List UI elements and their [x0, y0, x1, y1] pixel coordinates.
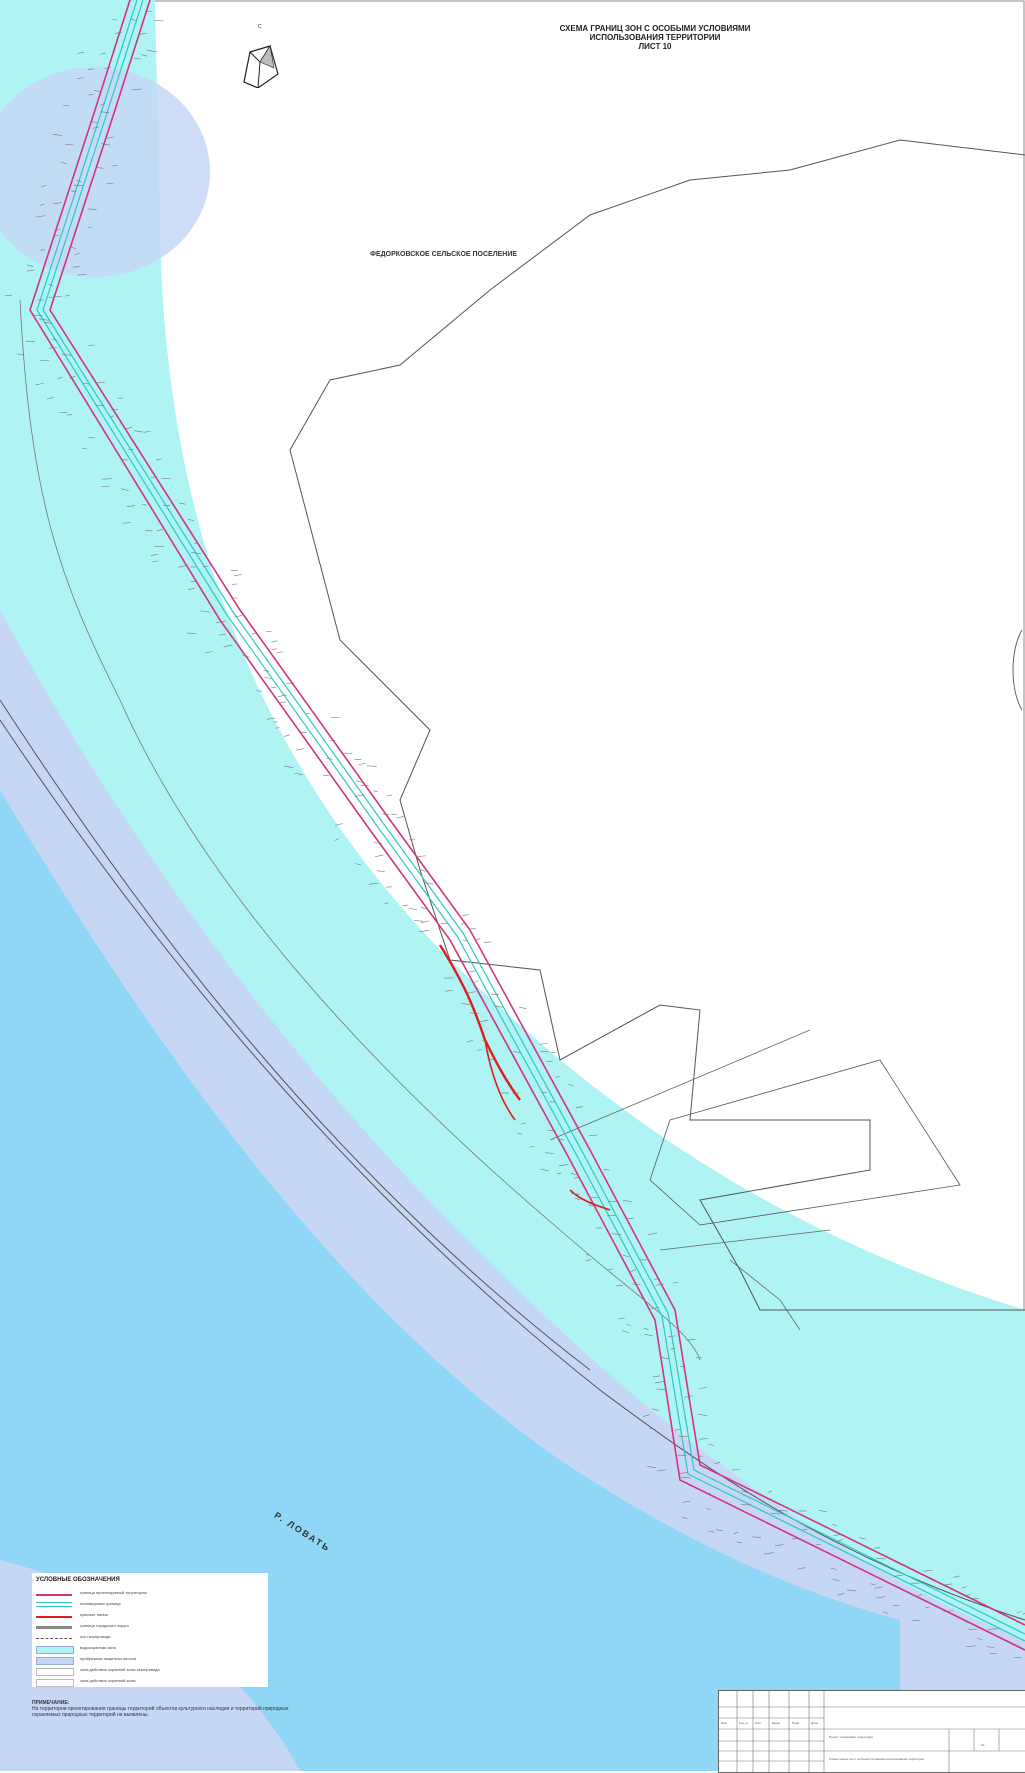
note-text: На территории проектирования границы тер…: [32, 1706, 292, 1718]
legend-label: ось газопровода: [80, 1634, 110, 1639]
stamp-col-2: Кол.уч.: [739, 1721, 749, 1725]
legend: УСЛОВНЫЕ ОБОЗНАЧЕНИЯ граница проектируем…: [32, 1573, 268, 1687]
legend-label: граница проектируемой территории: [80, 1590, 147, 1595]
legend-item: зона действия охранной зоны: [36, 1677, 264, 1687]
settlement-label: ФЕДОРКОВСКОЕ СЕЛЬСКОЕ ПОСЕЛЕНИЕ: [370, 251, 517, 258]
legend-symbol: [36, 1626, 72, 1629]
map-title: СХЕМА ГРАНИЦ ЗОН С ОСОБЫМИ УСЛОВИЯМИ ИСП…: [500, 24, 810, 51]
legend-symbol: [36, 1638, 72, 1639]
legend-label: прибрежная защитная полоса: [80, 1656, 136, 1661]
legend-item: ось газопровода: [36, 1633, 264, 1643]
legend-symbol: [36, 1602, 72, 1607]
legend-symbol: [36, 1657, 74, 1665]
legend-symbol: [36, 1668, 74, 1676]
legend-item: зона действия охранной зоны газопровода: [36, 1666, 264, 1676]
map-title-line-1: СХЕМА ГРАНИЦ ЗОН С ОСОБЫМИ УСЛОВИЯМИ: [500, 24, 810, 33]
legend-item: красные линии: [36, 1611, 264, 1621]
north-arrow-icon: [238, 32, 282, 88]
legend-label: планируемая граница: [80, 1601, 121, 1606]
legend-label: зона действия охранной зоны газопровода: [80, 1667, 160, 1672]
legend-symbol: [36, 1679, 74, 1687]
legend-label: красные линии: [80, 1612, 108, 1617]
legend-label: зона действия охранной зоны: [80, 1678, 136, 1683]
title-block: Изм. Кол.уч. Лист №док. Подп. Дата Проек…: [718, 1690, 1025, 1773]
north-label: С: [258, 24, 262, 30]
stamp-sheet-title: Схема границ зон с особыми условиями исп…: [829, 1757, 924, 1761]
note: ПРИМЕЧАНИЕ: На территории проектирования…: [32, 1700, 292, 1718]
stamp-col-6: Дата: [811, 1721, 818, 1725]
legend-item: граница проектируемой территории: [36, 1589, 264, 1599]
stamp-col-3: Лист: [755, 1721, 762, 1725]
stamp-project: Проект планировки территории: [829, 1735, 873, 1739]
map-title-line-2: ИСПОЛЬЗОВАНИЯ ТЕРРИТОРИИ: [500, 33, 810, 42]
legend-label: водоохранная зона: [80, 1645, 116, 1650]
legend-symbol: [36, 1646, 74, 1654]
legend-item: планируемая граница: [36, 1600, 264, 1610]
stamp-sheet-no: 10: [981, 1743, 984, 1747]
map-title-line-3: ЛИСТ 10: [500, 42, 810, 51]
legend-label: граница городского округа: [80, 1623, 129, 1628]
stamp-col-1: Изм.: [721, 1721, 727, 1725]
stamp-col-4: №док.: [772, 1721, 781, 1725]
stamp-col-5: Подп.: [792, 1721, 800, 1725]
legend-title: УСЛОВНЫЕ ОБОЗНАЧЕНИЯ: [36, 1577, 120, 1583]
legend-symbol: [36, 1616, 72, 1618]
legend-symbol: [36, 1594, 72, 1596]
legend-item: прибрежная защитная полоса: [36, 1655, 264, 1665]
legend-item: граница городского округа: [36, 1622, 264, 1632]
legend-item: водоохранная зона: [36, 1644, 264, 1654]
